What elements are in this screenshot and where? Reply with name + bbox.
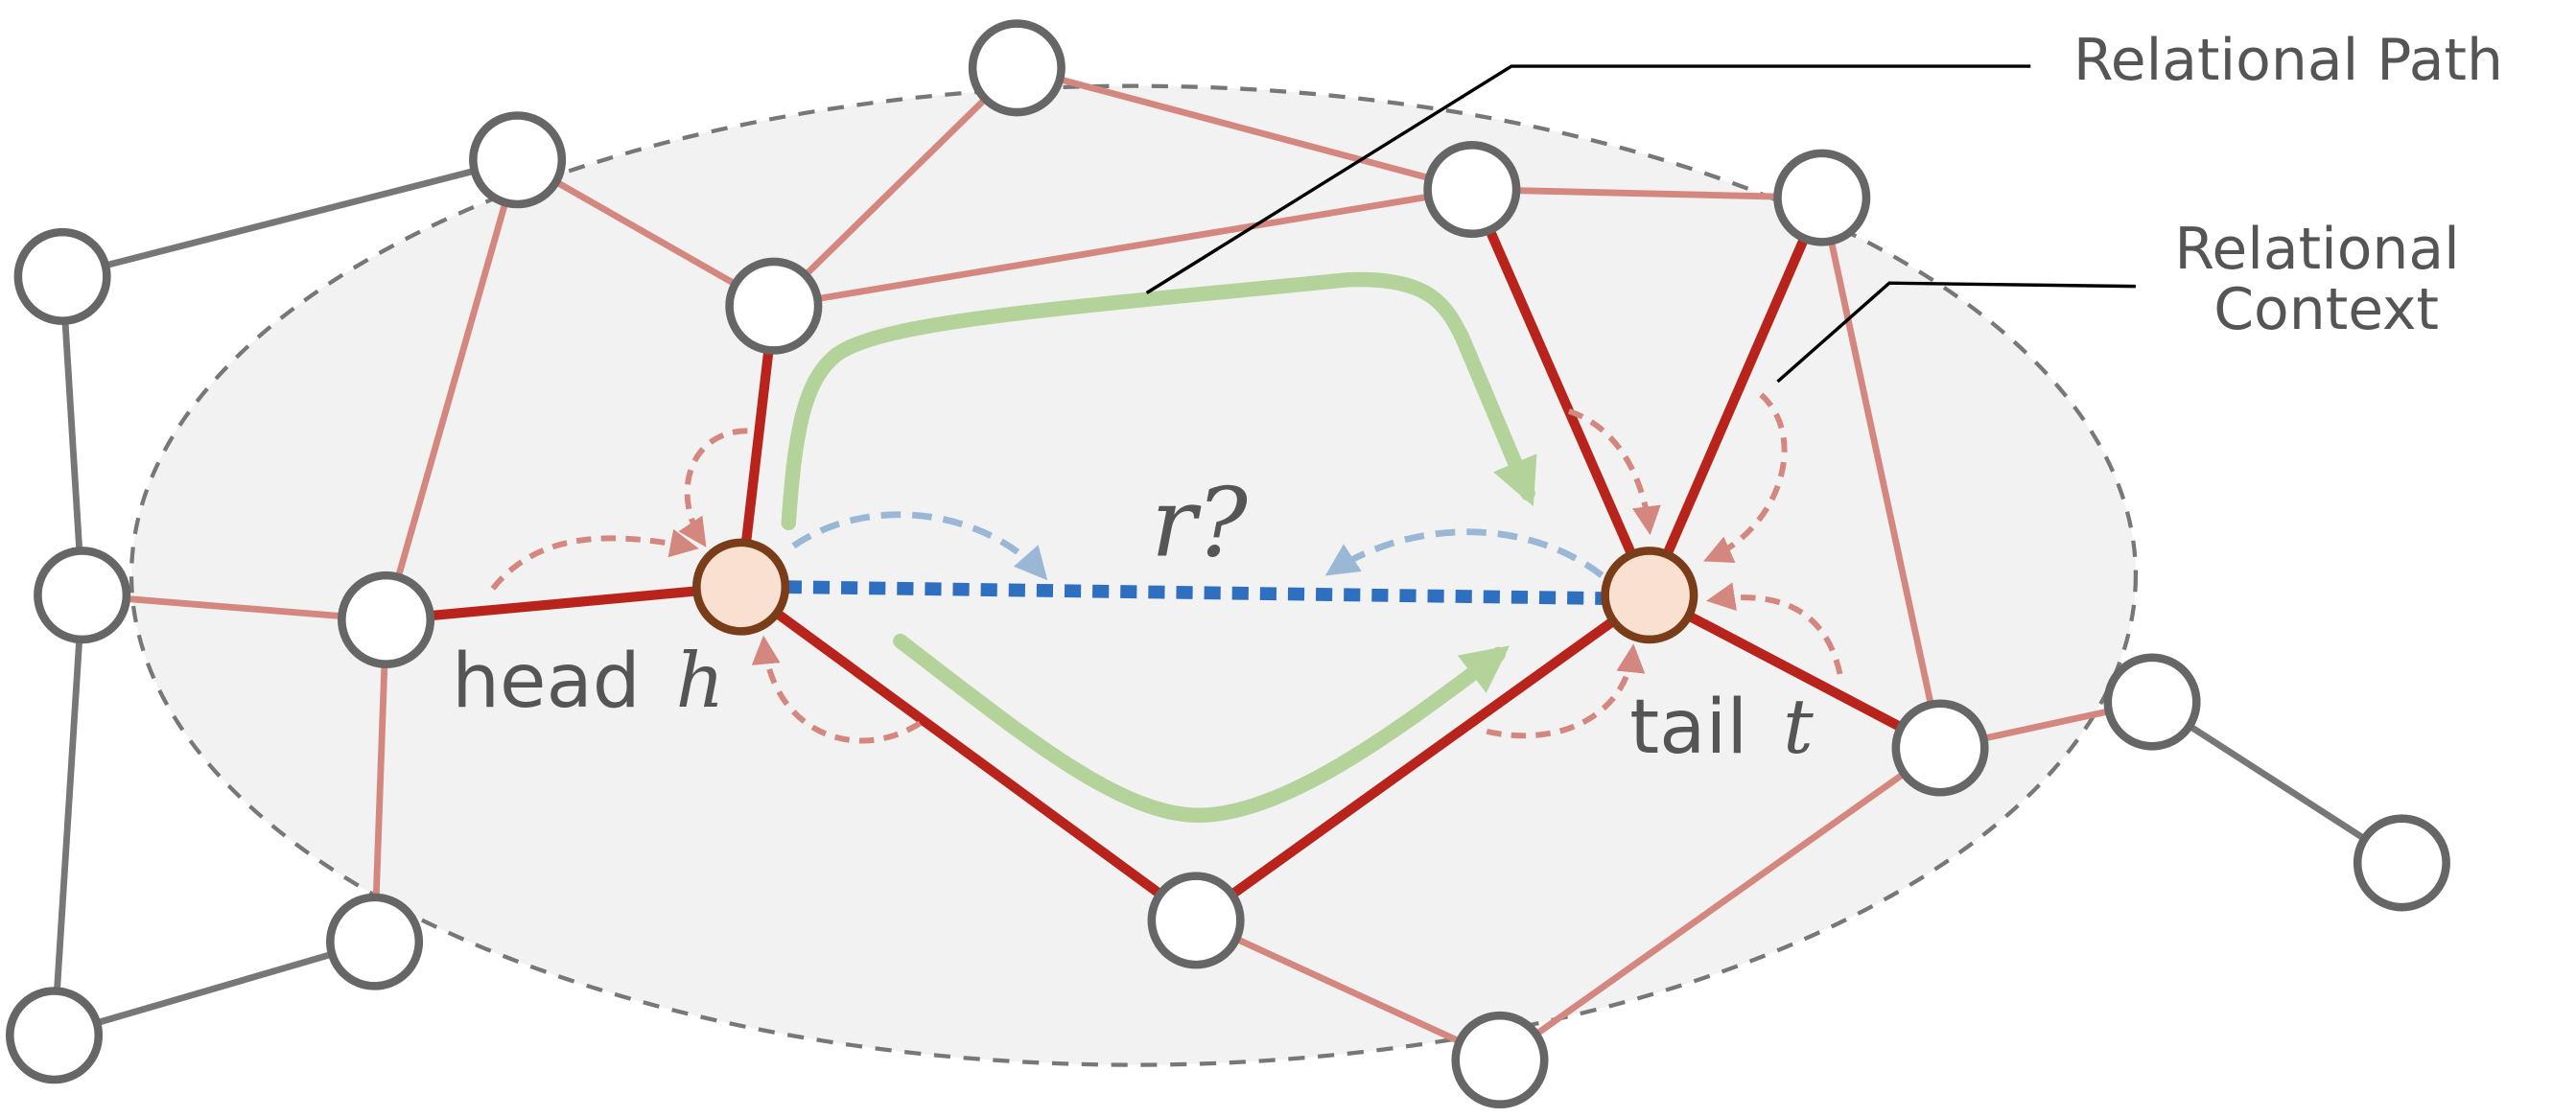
relational-path-label: Relational Path (2073, 27, 2503, 94)
self-loop-arrow (1486, 643, 1646, 739)
edge (383, 158, 521, 621)
self-loop-arrow (751, 635, 922, 744)
edge (1194, 917, 1502, 1063)
edge (1471, 186, 1822, 201)
edge (2150, 699, 2404, 866)
self-loop-arrow (1567, 408, 1661, 536)
entity-node (1147, 872, 1245, 969)
edge (371, 619, 389, 943)
tail-word: tail (1629, 683, 1747, 771)
entity-node (469, 111, 567, 209)
query-edge (785, 580, 1607, 605)
edge (1193, 591, 1652, 925)
relational-context-line2: Context (2213, 276, 2439, 343)
relational-path-leader (1145, 64, 2031, 294)
relational-context-region (129, 83, 2139, 1067)
relational-path-arrows (781, 271, 1537, 823)
head-variable: h (676, 637, 725, 725)
edge (82, 592, 386, 623)
entity-node (1773, 149, 1871, 246)
edge (1467, 187, 1654, 597)
edge (1818, 197, 1944, 749)
self-loops (490, 392, 1843, 744)
edge (51, 594, 86, 1036)
edge (1497, 745, 1943, 1063)
message-arrows (791, 511, 1604, 581)
head-node (692, 538, 790, 636)
self-loop-arrow (490, 528, 699, 591)
entity-node (1451, 1011, 1549, 1109)
lower-path-arrow (893, 633, 1510, 823)
edge (771, 65, 1019, 309)
entity-node (1891, 699, 1989, 797)
tail-label: tail t (1629, 683, 1814, 771)
message-arrow (791, 511, 1048, 581)
entity-node (5, 987, 104, 1084)
outer-edges (51, 156, 2404, 1039)
entity-nodes (5, 19, 2450, 1109)
entity-node (13, 227, 111, 325)
entity-node (725, 257, 823, 355)
edge (53, 938, 376, 1039)
entity-node (1423, 141, 1521, 239)
message-arrow (1324, 528, 1604, 578)
relational-context-line1: Relational (2174, 216, 2459, 283)
edge (1645, 196, 1827, 597)
edge (1016, 64, 1473, 193)
tail-node (1601, 547, 1698, 644)
edge (386, 582, 742, 625)
entity-node (338, 571, 435, 668)
head-word: head (452, 637, 641, 725)
edge (773, 186, 1473, 310)
edge (738, 582, 1200, 925)
tail-variable: t (1783, 683, 1814, 771)
edge (61, 156, 519, 280)
relational-context-leader (1776, 281, 2136, 384)
entity-node (326, 893, 424, 990)
edge (1647, 591, 1943, 753)
entity-node (2103, 653, 2201, 751)
self-loop-arrow (1706, 582, 1843, 675)
self-loop-arrow (678, 428, 748, 547)
entity-node (2353, 814, 2450, 912)
entity-node (34, 547, 131, 644)
entity-node (968, 19, 1066, 117)
head-label: head h (452, 637, 724, 725)
upper-path-arrow (781, 271, 1537, 531)
edge (515, 156, 776, 310)
edge (59, 276, 86, 595)
relational-context-label: Relational Context (2174, 216, 2477, 343)
callout-leaders (1145, 64, 2136, 384)
query-relation-label: r? (1151, 469, 1248, 579)
